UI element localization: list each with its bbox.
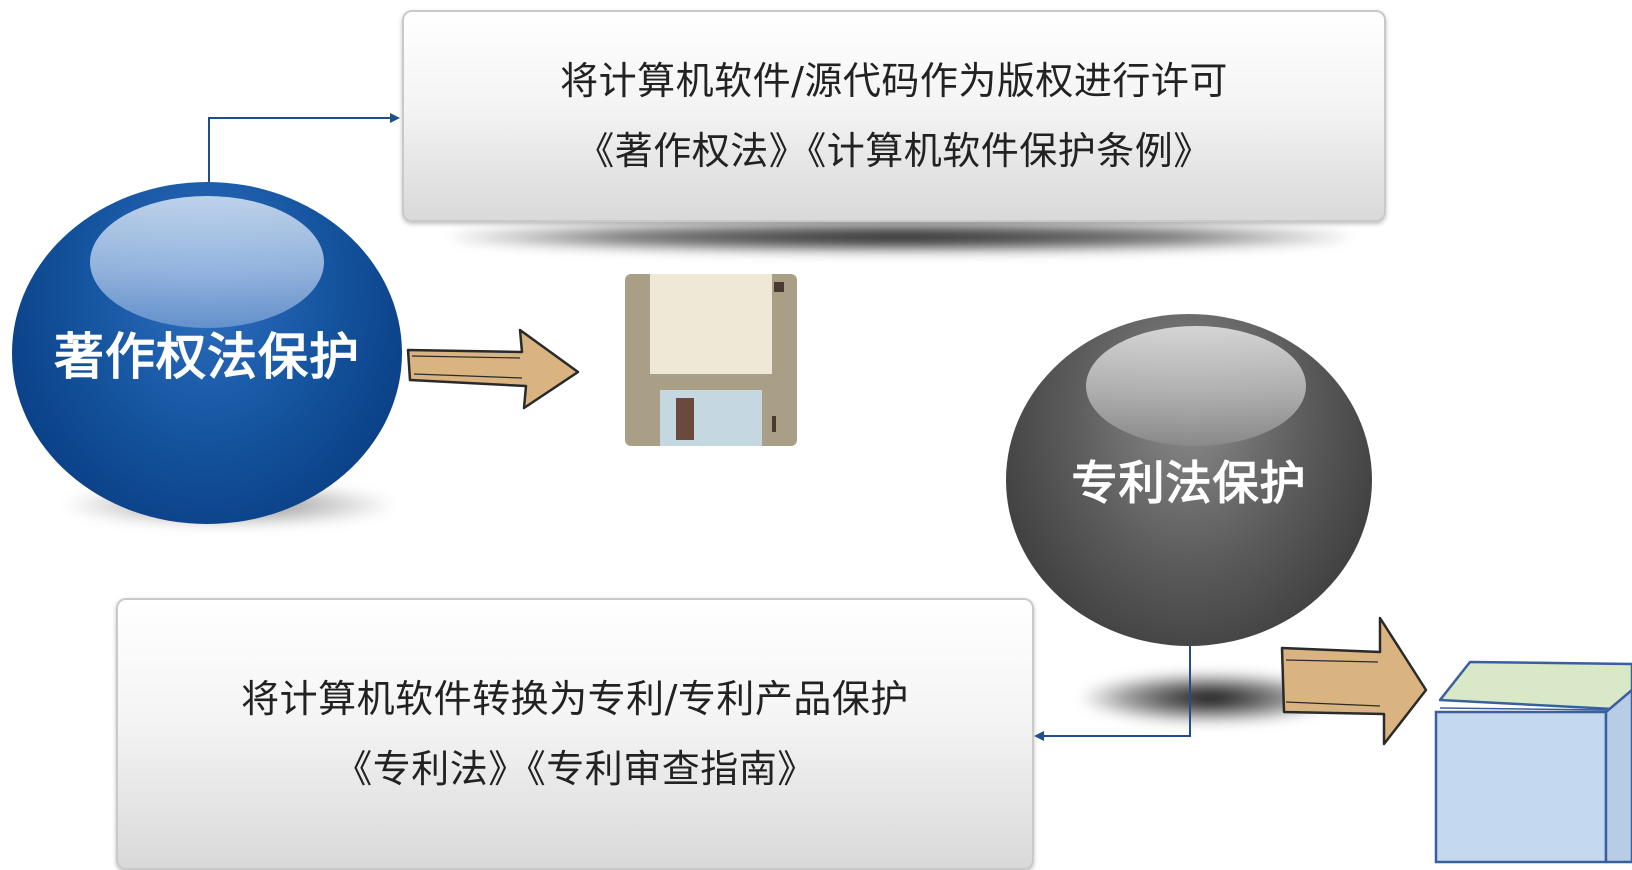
hand-drawn-arrow-icon — [406, 328, 580, 410]
copyright-connector-line — [208, 113, 400, 182]
patent-protection-sphere: 专利法保护 — [1006, 314, 1372, 646]
patent-laws-line: 《专利法》《专利审查指南》 — [334, 747, 816, 791]
copyright-protection-sphere: 著作权法保护 — [12, 182, 402, 524]
top-box-shadow — [450, 222, 1350, 252]
patent-description-line: 将计算机软件转换为专利/专利产品保护 — [241, 677, 909, 721]
patent-protection-label: 专利法保护 — [1071, 456, 1307, 510]
sphere-highlight — [1086, 326, 1306, 446]
copyright-laws-line: 《著作权法》《计算机软件保护条例》 — [576, 129, 1212, 173]
copyright-description-box: 将计算机软件/源代码作为版权进行许可 《著作权法》《计算机软件保护条例》 — [402, 10, 1386, 222]
copyright-protection-label: 著作权法保护 — [54, 328, 360, 386]
copyright-description-line: 将计算机软件/源代码作为版权进行许可 — [560, 59, 1228, 103]
floppy-disk-icon — [625, 274, 797, 446]
patent-sphere-shadow — [1080, 672, 1340, 724]
cube-icon — [1434, 660, 1632, 864]
patent-description-box: 将计算机软件转换为专利/专利产品保护 《专利法》《专利审查指南》 — [116, 598, 1034, 870]
sphere-highlight — [90, 196, 324, 328]
